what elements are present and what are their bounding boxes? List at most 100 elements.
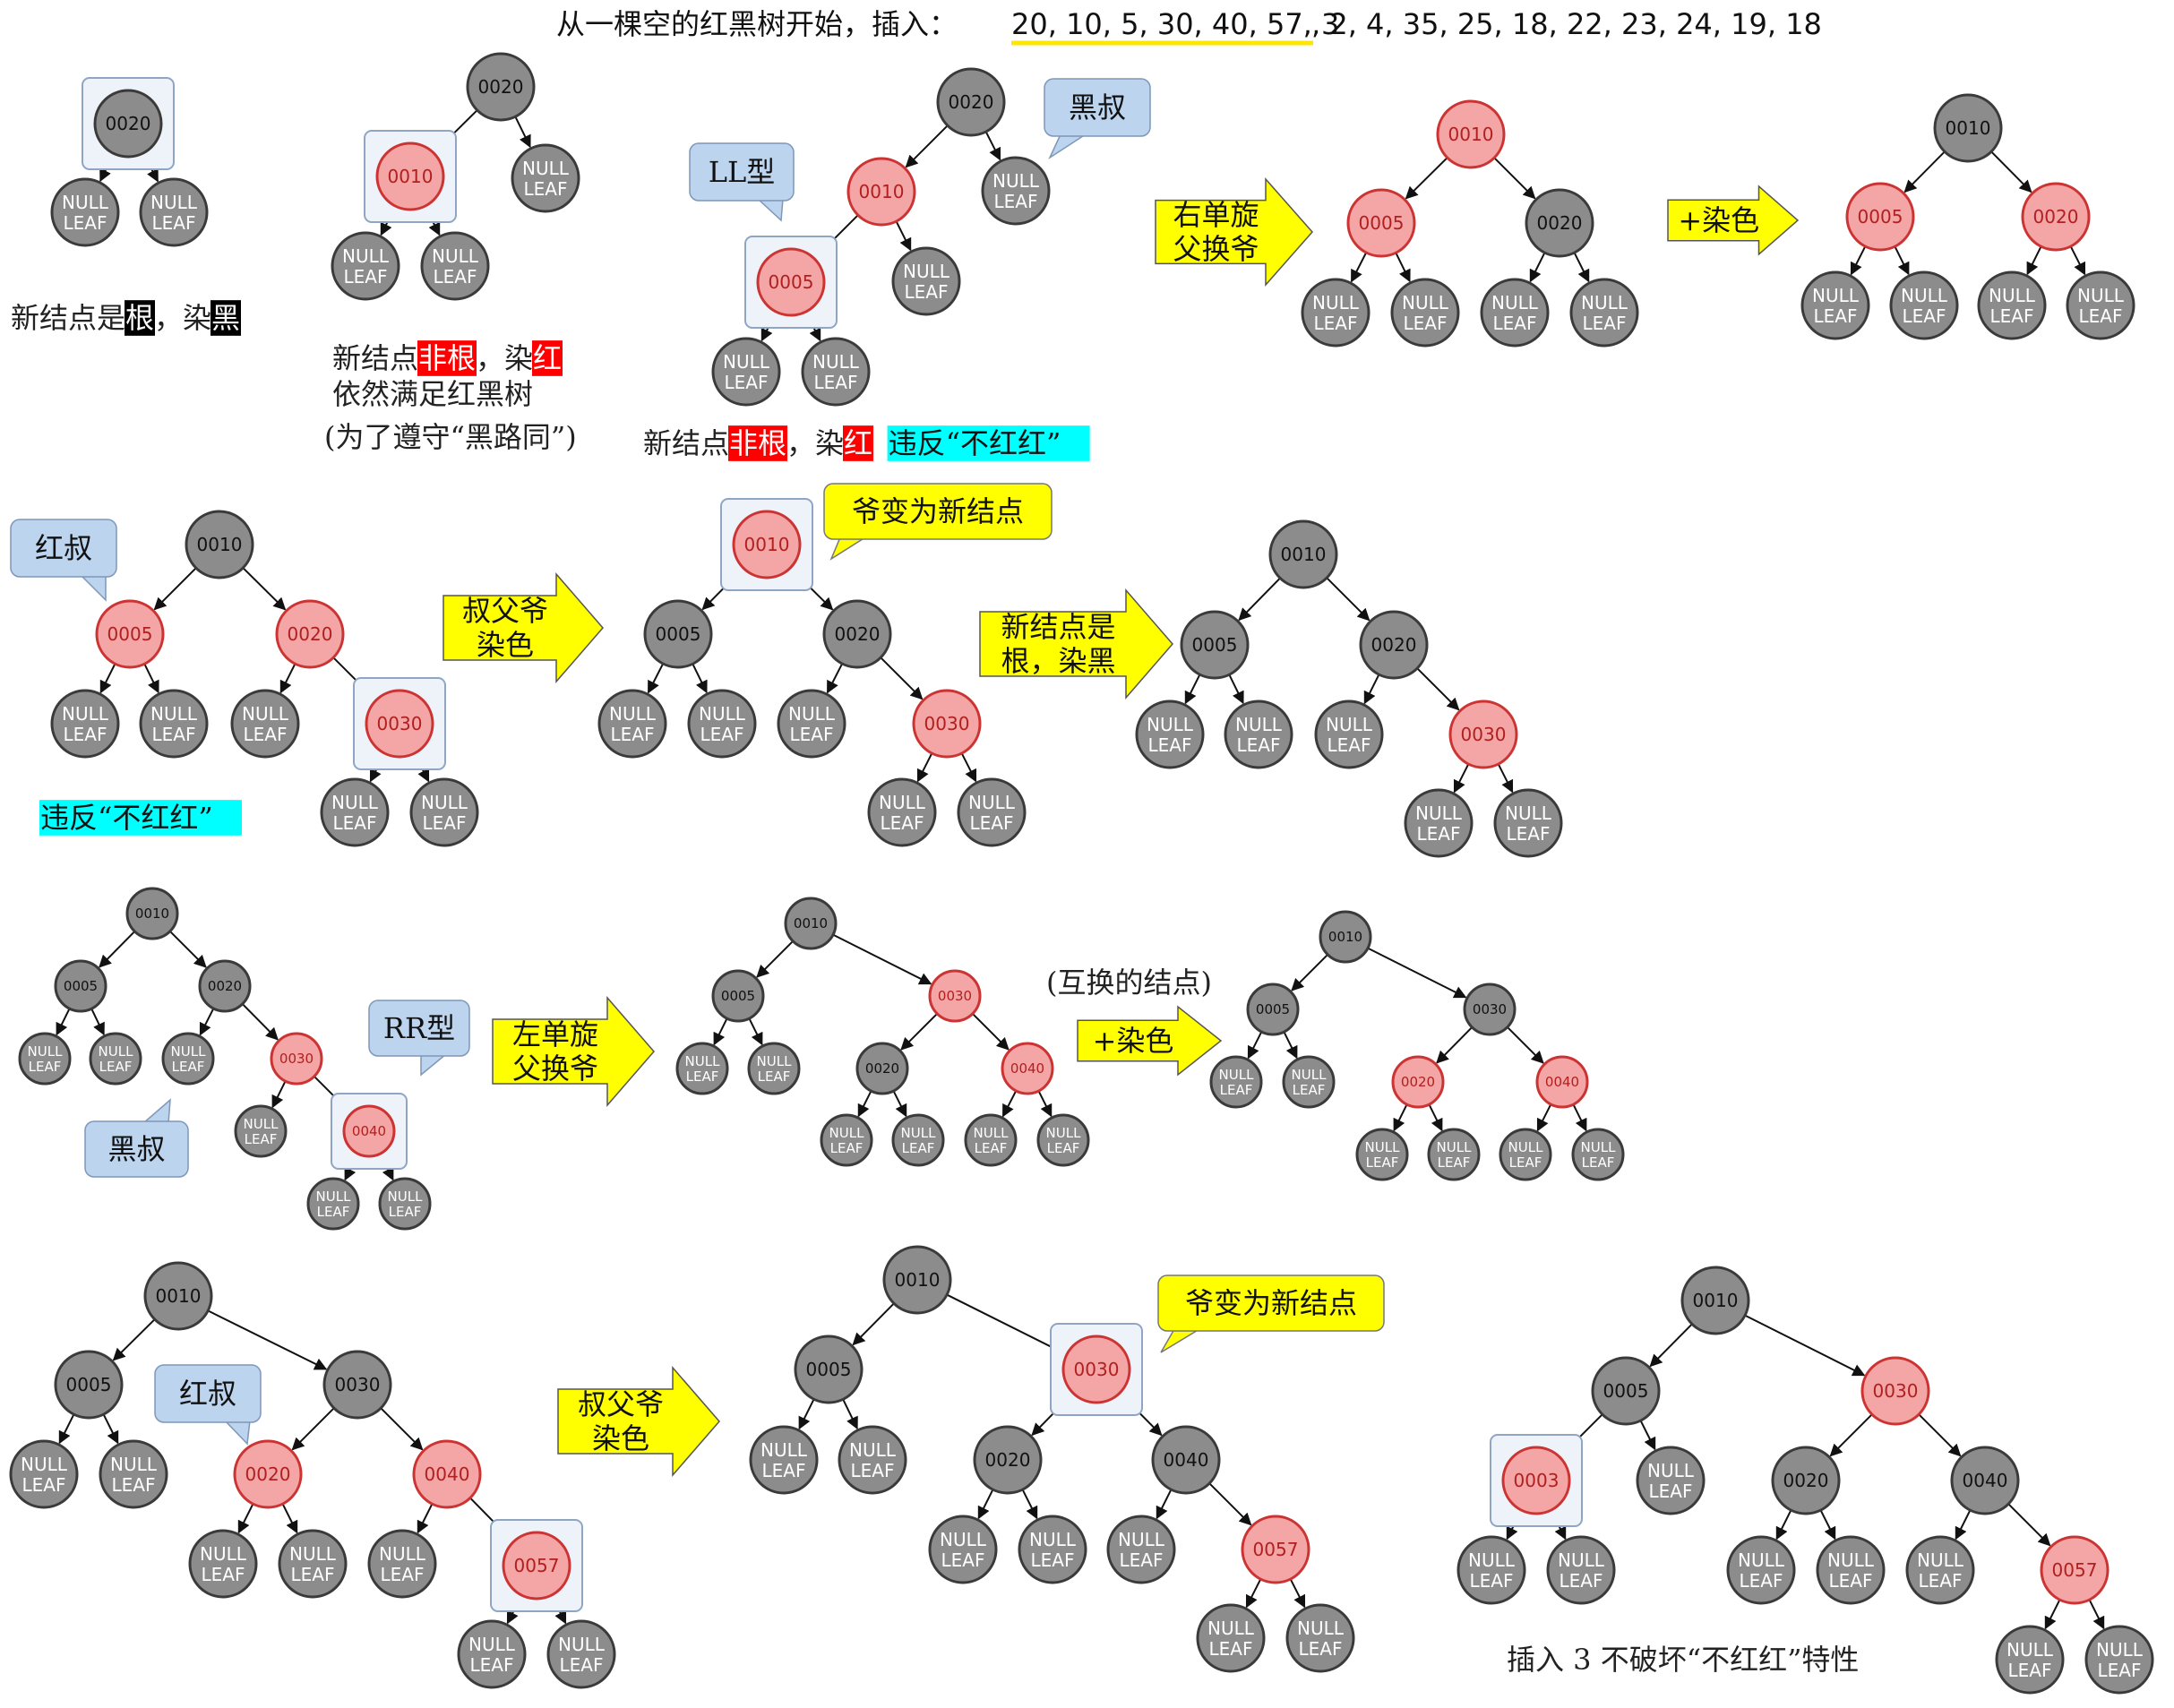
null-leaf: [420, 231, 490, 301]
step-arrow-a6: +染色: [1077, 1005, 1223, 1077]
node-key: 0010: [388, 166, 434, 187]
null-leaf-line1: NULL: [242, 703, 289, 725]
callout-label: 黑叔: [107, 1132, 165, 1166]
null-leaf: [18, 1032, 72, 1086]
black-node-0005: [54, 1350, 124, 1420]
tree-edge: [977, 1489, 994, 1520]
null-leaf-line2: LEAF: [2079, 305, 2123, 327]
null-leaf-line1: NULL: [757, 1053, 793, 1069]
note-text: ，染: [476, 341, 533, 375]
null-leaf: [2084, 1625, 2154, 1695]
tree-edge: [984, 131, 1001, 161]
node-key: 0020: [1783, 1470, 1829, 1491]
node-key: 0030: [1461, 724, 1507, 745]
null-leaf-line1: NULL: [2077, 285, 2125, 306]
black-node-0020: [936, 67, 1006, 137]
null-leaf-line1: NULL: [1118, 1529, 1165, 1550]
null-leaf: [891, 1113, 945, 1167]
red-node-0005: [756, 247, 826, 317]
tree-edge: [291, 1407, 335, 1451]
tree-edge: [895, 220, 912, 252]
note-text: 非根: [729, 426, 786, 460]
note-n2b: 依然满足红黑树: [332, 377, 533, 411]
null-leaf-line1: NULL: [1647, 1460, 1695, 1481]
callout-c6: 黑叔: [84, 1098, 189, 1178]
red-node-0057: [2040, 1535, 2110, 1605]
null-leaf-line1: NULL: [723, 351, 770, 373]
tree-edge: [1744, 1314, 1866, 1377]
callout-c7: 红叔: [154, 1364, 262, 1446]
callout-tail: [420, 1053, 449, 1077]
node-key: 0020: [2033, 206, 2079, 227]
null-leaf-line2: LEAF: [762, 1460, 806, 1481]
arrow-label: +染色: [1093, 1024, 1174, 1058]
tree-edge: [1990, 150, 2032, 193]
note-swap: (互换的结点): [1046, 966, 1212, 1000]
tree-edge: [237, 1503, 254, 1534]
tree-edge: [1247, 1031, 1263, 1060]
callout-c1: 黑叔: [1044, 78, 1151, 160]
null-leaf: [546, 1619, 616, 1689]
null-leaf-line1: NULL: [812, 351, 860, 373]
null-leaf-line2: LEAF: [1582, 1154, 1615, 1171]
arrow-label: 父换爷: [1173, 232, 1259, 266]
arrow-label: 染色: [477, 628, 534, 662]
null-leaf-line2: LEAF: [1829, 1570, 1873, 1592]
null-leaf: [747, 1042, 801, 1095]
node-key: 0010: [744, 534, 790, 555]
tree-edge: [826, 663, 844, 694]
arrow-label: 新结点是: [1001, 610, 1115, 644]
null-leaf-line2: LEAF: [611, 724, 655, 745]
tree-edge: [1649, 1323, 1693, 1368]
black-node-0005: [1591, 1356, 1661, 1426]
node-key: 0020: [865, 1060, 899, 1077]
note-text: 根: [125, 301, 154, 335]
tree-edge: [1184, 674, 1201, 705]
title: 从一棵空的红黑树开始，插入：20, 10, 5, 30, 40, 57, 3, …: [556, 7, 1822, 46]
node-key: 0057: [2052, 1559, 2098, 1581]
arrow-label: 叔父爷: [462, 594, 548, 628]
null-leaf-line1: NULL: [28, 1043, 64, 1060]
arrow-shape: [1155, 177, 1313, 287]
null-leaf: [1224, 700, 1293, 769]
null-leaf-line2: LEAF: [725, 372, 769, 393]
null-leaf: [50, 689, 120, 759]
red-node-0020: [2021, 182, 2091, 252]
null-leaf: [1209, 1055, 1263, 1109]
black-node-0010: [1680, 1266, 1750, 1335]
null-leaf-line2: LEAF: [344, 266, 388, 288]
black-node-0010: [143, 1261, 213, 1331]
tree-edge: [900, 1013, 938, 1051]
tree-edge: [1428, 1103, 1443, 1132]
note-highlight-red: [417, 340, 477, 376]
null-leaf-line2: LEAF: [29, 1059, 62, 1075]
callout-label: 爷变为新结点: [1185, 1286, 1357, 1320]
null-leaf-line2: LEAF: [244, 724, 288, 745]
null-leaf: [1355, 1128, 1409, 1181]
callout-seam: [422, 1052, 445, 1055]
callout-box: [1044, 78, 1151, 137]
tree-edge: [692, 663, 708, 694]
tree-edge: [1037, 1090, 1053, 1118]
black-node-0030: [322, 1350, 392, 1420]
node-key: 0005: [1858, 206, 1903, 227]
callout-box: [689, 142, 795, 202]
node-key: 0010: [135, 905, 169, 922]
red-node-0030: [928, 969, 982, 1023]
null-leaf: [1726, 1535, 1796, 1605]
null-leaf-line1: NULL: [331, 792, 379, 813]
tree-edge: [748, 1017, 763, 1046]
tree-edge: [1238, 577, 1281, 622]
null-leaf: [1018, 1515, 1087, 1584]
callout-label: 红叔: [179, 1377, 236, 1411]
null-leaf-line1: NULL: [1365, 1139, 1401, 1155]
black-node-0030: [1463, 983, 1517, 1036]
node-key: 0005: [66, 1374, 112, 1395]
tree-edge: [58, 1413, 75, 1445]
null-leaf-line1: NULL: [968, 792, 1016, 813]
null-leaf-line1: NULL: [1029, 1529, 1077, 1550]
red-node-0020: [275, 599, 345, 669]
